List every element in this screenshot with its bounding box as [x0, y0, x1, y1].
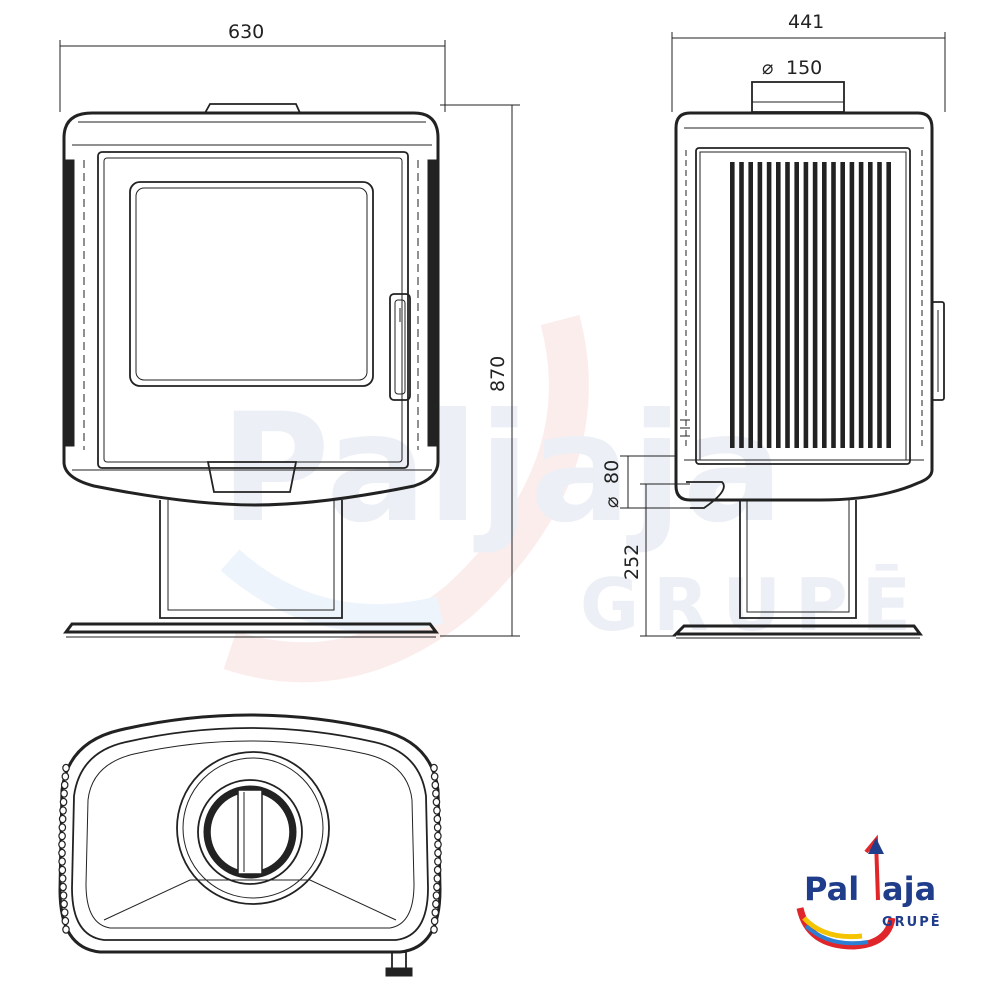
- bead: [433, 882, 441, 892]
- depth-dimension: 441: [671, 11, 946, 112]
- top-view: [58, 713, 442, 977]
- width-label: 630: [228, 21, 264, 43]
- bead: [434, 848, 442, 858]
- vent-slot: [831, 162, 836, 448]
- vent-slots: [730, 162, 891, 448]
- vent-slot: [822, 162, 827, 448]
- vent-slot: [849, 162, 855, 448]
- bead: [430, 925, 438, 934]
- vent-slot: [785, 162, 790, 448]
- bead: [59, 806, 67, 815]
- bead: [431, 780, 440, 790]
- height-dimension: 870: [440, 104, 520, 637]
- bead: [431, 908, 440, 917]
- door-handle: [389, 293, 411, 401]
- depth-label: 441: [788, 11, 824, 33]
- bead: [432, 899, 440, 909]
- front-view: 630: [59, 21, 520, 638]
- left-side-beads: [58, 763, 70, 934]
- vent-slot: [757, 162, 763, 448]
- vent-slot: [868, 162, 873, 448]
- bead: [433, 823, 442, 832]
- bead: [58, 874, 67, 883]
- bead: [60, 780, 69, 790]
- logo-subtitle: GRUPĒ: [882, 915, 942, 930]
- vent-slot: [776, 162, 781, 448]
- bead: [434, 840, 442, 849]
- vent-slot: [812, 162, 818, 448]
- side-view: 441 ⌀ 150: [601, 11, 946, 639]
- height-label: 870: [487, 356, 509, 392]
- bead: [62, 763, 70, 773]
- bead: [60, 908, 69, 917]
- flue-diameter-label: 150: [786, 57, 822, 79]
- vent-slot: [766, 162, 772, 448]
- flue-collar: ⌀ 150: [751, 57, 845, 113]
- logo-brand-part1: Pal: [804, 870, 859, 908]
- bead: [434, 857, 442, 866]
- bead: [58, 814, 67, 824]
- bead: [59, 891, 68, 900]
- bead: [432, 797, 441, 807]
- bead: [58, 857, 66, 866]
- watermark-brand: Paljaja: [220, 382, 784, 556]
- brand-logo: Pal aja GRUPĒ: [796, 834, 942, 950]
- air-inlet-diameter-dimension: ⌀ 80: [601, 455, 690, 509]
- air-inlet-diameter-label: 80: [601, 460, 623, 484]
- bead: [433, 865, 442, 875]
- bead: [61, 772, 70, 781]
- vent-slot: [886, 162, 891, 448]
- vent-slot: [739, 162, 744, 448]
- flue-diameter-symbol: ⌀: [762, 57, 773, 79]
- bead: [59, 882, 67, 892]
- bead: [59, 797, 68, 807]
- bead: [432, 891, 441, 900]
- right-side-beads: [430, 763, 442, 934]
- air-inlet-diameter-symbol: ⌀: [601, 497, 623, 508]
- vent-slot: [730, 162, 735, 448]
- bead: [58, 848, 66, 858]
- bead: [434, 831, 442, 841]
- bead: [432, 789, 440, 798]
- bead: [430, 916, 439, 926]
- bead: [58, 865, 67, 875]
- bead: [430, 763, 438, 773]
- bead: [62, 925, 70, 934]
- bead: [61, 916, 70, 926]
- bead: [60, 789, 68, 798]
- vent-slot: [840, 162, 845, 448]
- vent-slot: [803, 162, 809, 448]
- bead: [60, 899, 68, 909]
- vent-slot: [877, 162, 882, 448]
- vent-slot: [858, 162, 864, 448]
- vent-slot: [748, 162, 753, 448]
- vent-slot: [794, 162, 799, 448]
- bead: [433, 806, 441, 815]
- bead: [433, 814, 442, 824]
- bead: [433, 874, 442, 883]
- width-dimension: 630: [59, 21, 446, 112]
- air-inlet-height-label: 252: [621, 544, 643, 580]
- bead: [58, 823, 67, 832]
- air-inlet-height-dimension: 252: [621, 483, 690, 637]
- bead: [58, 840, 66, 849]
- bead: [430, 772, 439, 781]
- bead: [58, 831, 66, 841]
- watermark: Paljaja GRUPĒ: [220, 314, 911, 683]
- logo-brand-part2: aja: [882, 870, 936, 908]
